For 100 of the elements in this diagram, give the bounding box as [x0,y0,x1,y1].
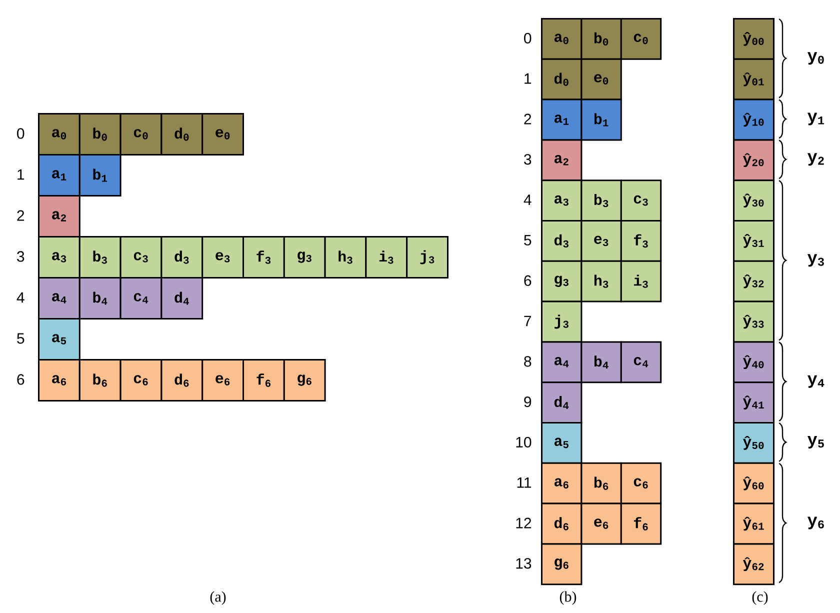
group-label: y$_{1}$ [808,112,824,126]
cell: c$_{6}$ [620,462,662,504]
cell: f$_{3}$ [242,236,285,278]
cell: a$_{3}$ [541,180,582,222]
cell: ŷ$_{00}$ [733,18,775,60]
cell: b$_{1}$ [78,154,122,196]
cell: ŷ$_{61}$ [733,502,775,545]
cell: ŷ$_{60}$ [733,462,775,504]
cell: j$_{3}$ [541,300,582,343]
cell: ŷ$_{31}$ [733,220,775,262]
group-label: y$_{2}$ [808,153,824,166]
group-label: y$_{3}$ [808,254,824,267]
group-label: y$_{5}$ [808,436,824,448]
cell: b$_{3}$ [580,180,622,222]
row-number: 6 [524,275,532,286]
cell: a$_{4}$ [541,341,582,384]
cell: d$_{4}$ [160,277,204,320]
cell: b$_{6}$ [78,359,122,402]
cell: b$_{4}$ [580,341,622,384]
cell: d$_{0}$ [160,113,204,156]
row-number: 11 [517,477,532,488]
cell: a$_{0}$ [541,18,582,60]
row-number: 1 [524,73,532,84]
row-number: 6 [17,374,24,385]
cell: h$_{3}$ [324,236,367,278]
cell: ŷ$_{62}$ [733,543,775,586]
cell: b$_{3}$ [78,236,122,278]
cell: d$_{0}$ [541,58,582,100]
cell: ŷ$_{40}$ [733,341,775,384]
cell: a$_{2}$ [38,195,80,238]
cell: b$_{6}$ [580,462,622,504]
cell: e$_{0}$ [202,113,244,156]
row-number: 3 [17,251,24,262]
cell: d$_{3}$ [541,220,582,262]
cell: f$_{6}$ [620,502,662,545]
cell: b$_{0}$ [78,113,122,156]
group-label: y$_{0}$ [808,52,824,65]
row-number: 9 [524,396,532,408]
row-number: 2 [17,210,24,221]
cell: e$_{3}$ [580,220,622,262]
cell: e$_{0}$ [580,58,622,100]
cell: ŷ$_{32}$ [733,260,775,302]
row-number: 5 [524,234,532,246]
cell: a$_{6}$ [541,462,582,504]
cell: ŷ$_{33}$ [733,300,775,343]
row-number: 1 [18,169,24,180]
cell: ŷ$_{20}$ [733,139,775,182]
cell: ŷ$_{50}$ [733,422,775,464]
cell: h$_{3}$ [580,260,622,302]
cell: e$_{3}$ [202,236,244,278]
cell: a$_{5}$ [541,422,582,464]
cell: b$_{1}$ [580,98,622,141]
cell: i$_{3}$ [620,260,662,302]
cell: g$_{6}$ [283,359,326,402]
row-number: 10 [516,436,532,448]
cell: c$_{3}$ [120,236,162,278]
cell: a$_{1}$ [541,98,582,141]
cell: c$_{0}$ [620,18,662,60]
cell: c$_{4}$ [120,277,162,320]
cell: d$_{3}$ [160,236,204,278]
cell: ŷ$_{41}$ [733,382,775,424]
cell: ŷ$_{01}$ [733,58,775,100]
group-label: y$_{4}$ [808,375,824,388]
row-number: 0 [17,128,24,139]
cell: c$_{0}$ [120,113,162,156]
row-number: 7 [524,316,532,326]
row-number: 2 [524,114,532,124]
cell: c$_{4}$ [620,341,662,384]
cell: a$_{6}$ [38,359,80,402]
cell: e$_{6}$ [580,502,622,545]
cell: a$_{2}$ [541,139,582,182]
cell: c$_{6}$ [120,359,162,402]
row-number: 3 [524,154,532,165]
cell: ŷ$_{30}$ [733,180,775,222]
panel-caption: (a) [210,591,226,605]
cell: e$_{6}$ [202,359,244,402]
cell: i$_{3}$ [365,236,408,278]
cell: g$_{3}$ [283,236,326,278]
row-number: 12 [516,518,532,528]
cell: c$_{3}$ [620,180,662,222]
row-number: 0 [524,32,532,44]
cell: a$_{4}$ [38,277,80,320]
cell: d$_{6}$ [160,359,204,402]
cell: j$_{3}$ [406,236,448,278]
row-number: 4 [524,194,532,205]
cell: b$_{4}$ [78,277,122,320]
cell: g$_{3}$ [541,260,582,302]
cell: f$_{3}$ [620,220,662,262]
cell: a$_{1}$ [38,154,80,196]
cell: g$_{6}$ [541,543,582,586]
cell: a$_{5}$ [38,318,80,360]
row-number: 5 [17,333,24,344]
cell: d$_{4}$ [541,382,582,424]
group-label: y$_{6}$ [808,516,824,530]
row-number: 4 [16,292,24,303]
cell: b$_{0}$ [580,18,622,60]
cell: ŷ$_{10}$ [733,98,775,141]
cell: a$_{0}$ [38,113,80,156]
row-number: 13 [516,558,532,569]
cell: a$_{3}$ [38,236,80,278]
